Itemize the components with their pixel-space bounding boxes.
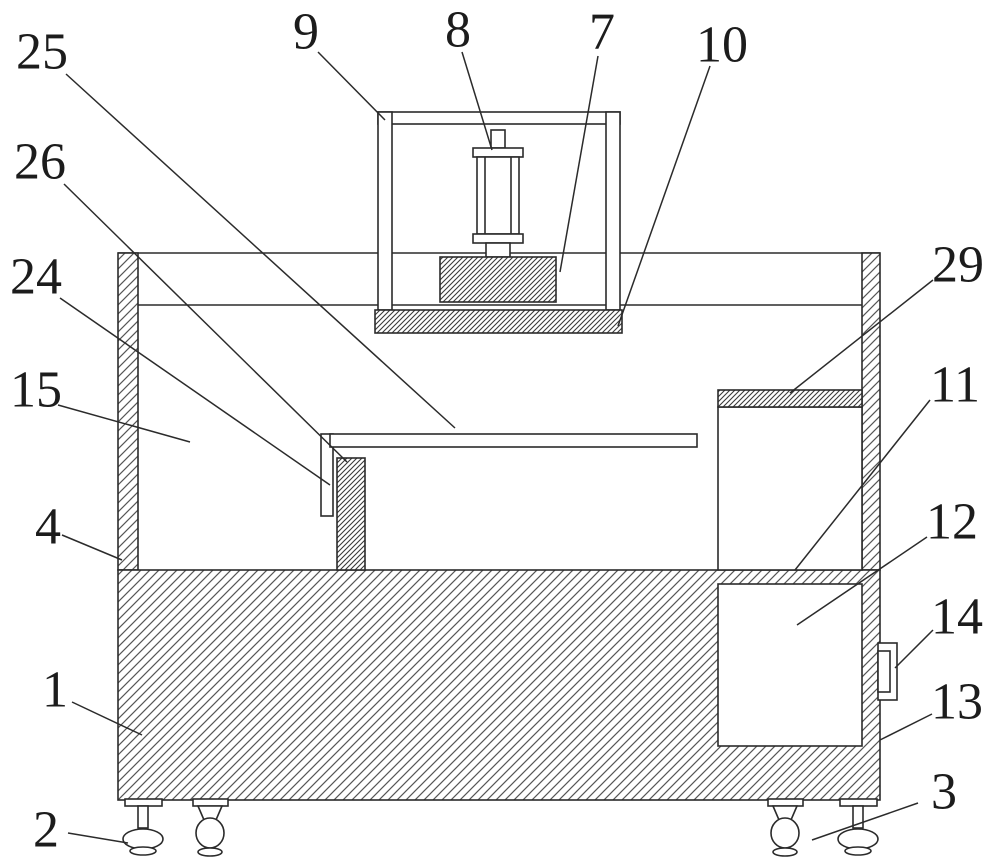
part-number-29: 29 — [932, 237, 984, 294]
part-number-14: 14 — [931, 589, 983, 646]
part-number-11: 11 — [930, 357, 980, 414]
part-1-body — [117, 569, 881, 801]
part-7-press-block — [439, 256, 557, 303]
leader-line-13 — [879, 713, 933, 741]
shelf-assembly — [320, 433, 698, 571]
leader-line-14 — [894, 629, 934, 669]
part-10-base-plate — [374, 309, 623, 334]
part-number-3: 3 — [931, 764, 957, 821]
part-29-top-bar — [717, 389, 863, 408]
part-12-compartment — [717, 583, 863, 747]
part-number-4: 4 — [35, 499, 61, 556]
leader-line-10 — [617, 65, 711, 327]
part-13-right-wall — [861, 252, 881, 571]
part-8-motor — [472, 129, 524, 258]
part-24-support-strip — [320, 433, 334, 517]
part-2-foot-left-outer — [122, 798, 164, 856]
leader-line-8 — [461, 51, 493, 151]
part-9-frame — [377, 111, 621, 311]
part-number-10: 10 — [696, 17, 748, 74]
foot-right-outer — [837, 798, 879, 856]
part-14-handle — [877, 642, 898, 701]
part-number-24: 24 — [10, 249, 62, 306]
leader-line-2 — [67, 832, 129, 844]
leader-line-24 — [59, 297, 331, 486]
caster-left-inner — [192, 798, 229, 857]
part-number-26: 26 — [14, 134, 66, 191]
part-number-8: 8 — [445, 2, 471, 59]
leader-line-15 — [57, 404, 191, 443]
part-number-12: 12 — [926, 494, 978, 551]
part-4-left-wall — [117, 252, 139, 571]
part-11-chamber — [717, 406, 863, 571]
leader-line-4 — [61, 534, 123, 561]
part-number-7: 7 — [589, 4, 615, 61]
leader-line-11 — [794, 399, 931, 571]
leader-line-9 — [317, 51, 386, 121]
leader-line-7 — [559, 55, 599, 273]
leader-line-3 — [811, 802, 919, 841]
leader-line-25 — [65, 73, 456, 429]
part-number-25: 25 — [16, 24, 68, 81]
part-number-15: 15 — [10, 362, 62, 419]
part-number-1: 1 — [42, 662, 68, 719]
part-25-shelf — [329, 433, 698, 448]
leader-line-26 — [63, 183, 348, 463]
leader-line-29 — [789, 279, 934, 394]
part-26-block — [336, 457, 366, 571]
leader-line-12 — [796, 536, 928, 626]
part-number-13: 13 — [931, 674, 983, 731]
leader-line-1 — [71, 701, 143, 736]
part-3-caster-right-inner — [767, 798, 804, 857]
part-number-9: 9 — [293, 4, 319, 61]
upper-right-box — [717, 389, 863, 571]
part-number-2: 2 — [33, 802, 59, 859]
